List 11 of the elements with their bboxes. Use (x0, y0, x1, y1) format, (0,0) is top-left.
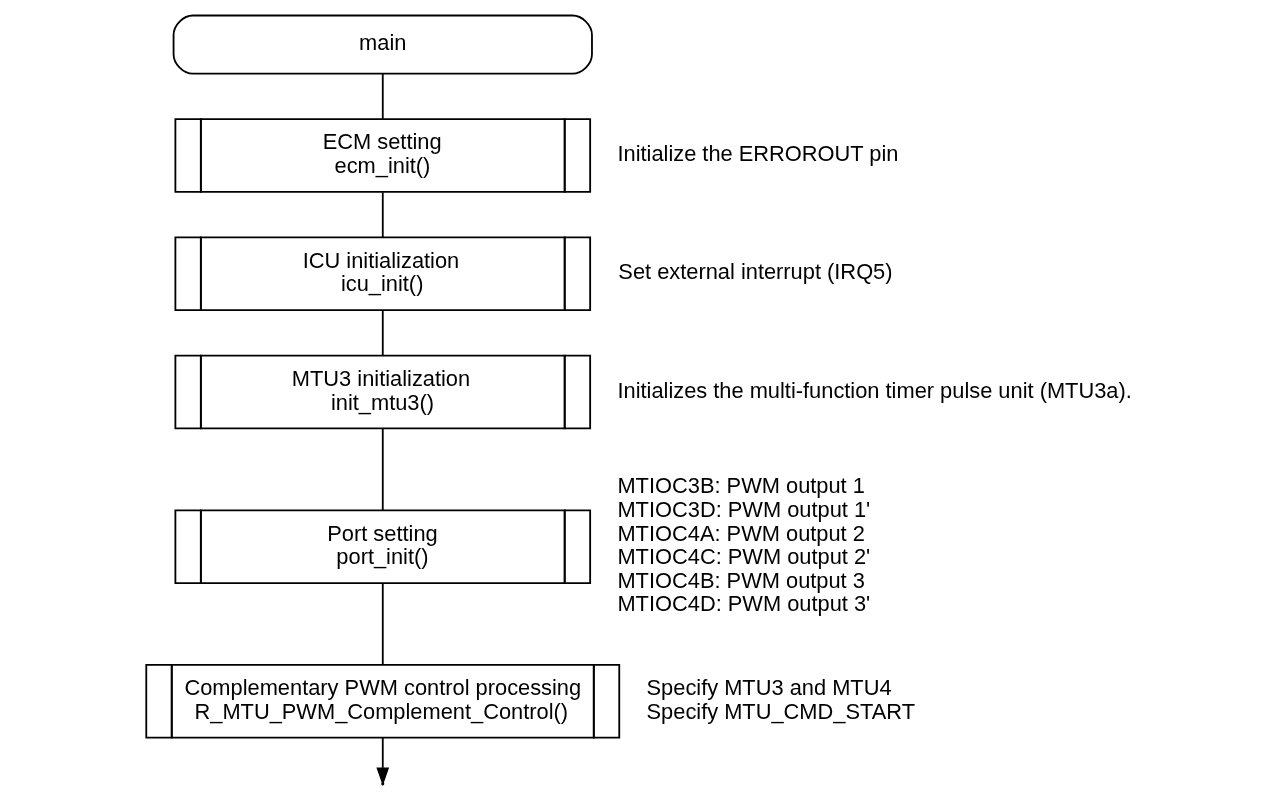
connector (381, 428, 384, 511)
connector (381, 191, 384, 239)
node-label: Set external interrupt (IRQ5) (618, 259, 893, 285)
connector (381, 73, 384, 120)
node-label: Initializes the multi-function timer pulse unit (MTU3a). (617, 377, 1132, 403)
node-label: Initialize the ERROROUT pin (617, 141, 899, 167)
node-box: main (172, 14, 593, 75)
connector (381, 582, 384, 666)
node-label: Specify MTU3 and MTU4 (646, 675, 892, 701)
node-label: MTIOC3B: PWM output 1 (617, 473, 865, 499)
connector (381, 309, 384, 357)
